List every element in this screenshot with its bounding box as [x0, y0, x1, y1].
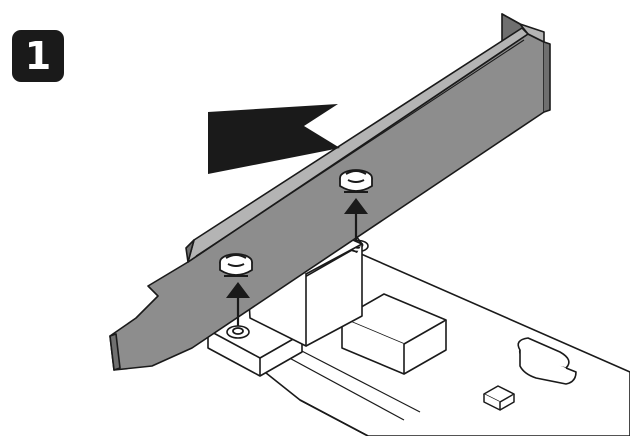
up-arrow-icon	[226, 282, 250, 326]
crystal-oscillator	[517, 337, 577, 385]
step-badge: 1	[12, 30, 64, 82]
chip-component	[341, 293, 447, 375]
screw-icon	[339, 169, 373, 193]
screw-icon	[219, 253, 253, 277]
smd-component	[483, 385, 515, 411]
up-arrow-icon	[344, 198, 368, 240]
left-arrow-icon	[208, 104, 340, 174]
step-number: 1	[24, 34, 52, 78]
pci-bracket	[109, 13, 551, 371]
